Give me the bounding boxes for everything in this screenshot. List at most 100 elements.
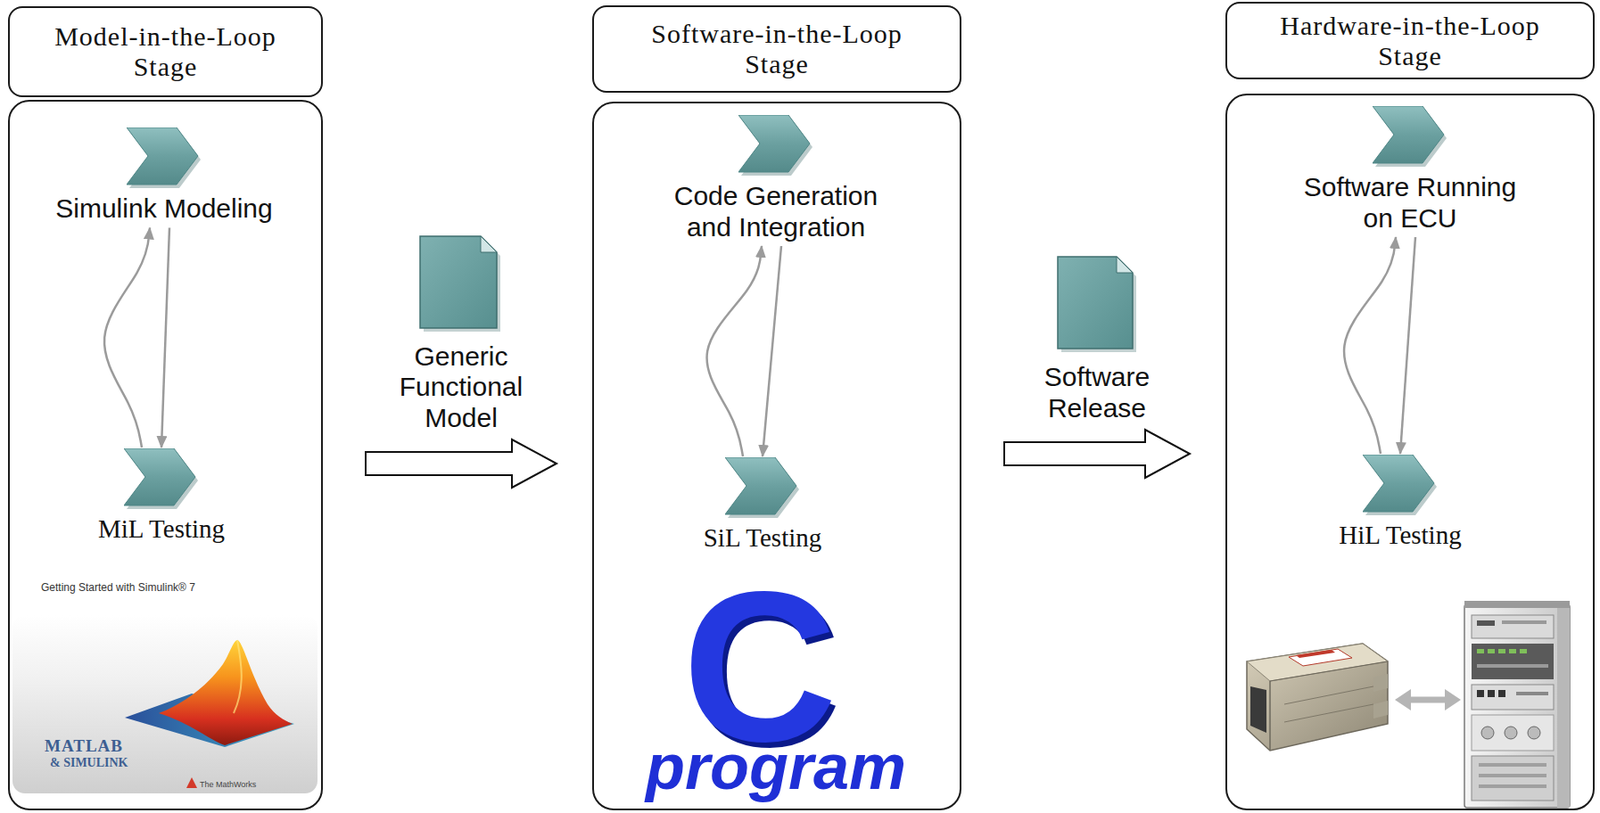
ecu-illustration-part [1269, 681, 1271, 751]
ecu-illustration-part [1250, 686, 1267, 734]
transfer-label: Generic Functional Model [394, 341, 528, 435]
chevron-icon [1372, 106, 1448, 167]
process-step: SiL Testing [628, 457, 897, 553]
stage-panel: Model-in-the-Loop StageSimulink Modeling… [8, 99, 323, 811]
flow-arrow [707, 246, 762, 457]
process-step: Software Running on ECU [1276, 106, 1544, 234]
document-icon [420, 236, 501, 332]
step-label: HiL Testing [1338, 520, 1461, 551]
simulink-cover-part [186, 777, 198, 789]
document-icon-part [1057, 256, 1133, 349]
chevron-shape [738, 115, 810, 173]
hil-rack-part [1498, 649, 1506, 654]
transfer-label: Software Release [1030, 362, 1164, 424]
hil-rack-part [1464, 601, 1570, 609]
chevron-icon [738, 115, 814, 176]
stage-title: Model-in-the-Loop Stage [39, 21, 292, 82]
step-label: Software Running on ECU [1287, 172, 1534, 234]
chevron-icon [1362, 454, 1438, 516]
process-step: Code Generation and Integration [642, 115, 910, 243]
hil-rack-part [1478, 763, 1547, 768]
document-icon [1057, 256, 1137, 353]
hil-rack [1464, 601, 1570, 809]
image-text: C [682, 592, 837, 743]
image-text: MATLAB [44, 736, 124, 757]
stage-panel: Hardware-in-the-Loop StageSoftware Runni… [1225, 93, 1595, 811]
hil-rack-part [1501, 620, 1547, 625]
stage-header: Model-in-the-Loop Stage [8, 6, 323, 98]
hil-rack-part [1487, 690, 1495, 698]
chevron-shape [126, 127, 198, 185]
ecu-illustration-part [1373, 701, 1388, 719]
hil-rack-part [1471, 756, 1554, 801]
hil-rack-part [1476, 620, 1495, 627]
simulink-cover-part [158, 640, 293, 746]
simulink-cover-part [12, 615, 318, 794]
step-label: SiL Testing [703, 523, 823, 553]
image-text: The MathWorks [199, 780, 256, 790]
hil-rack-part [1527, 726, 1541, 740]
double-arrow-part [1394, 689, 1411, 711]
chevron-shape [1372, 106, 1444, 164]
flow-arrow [762, 246, 782, 457]
double-arrow [1394, 689, 1461, 711]
ecu-illustration-part [1295, 650, 1336, 659]
hil-rack-part [1471, 684, 1554, 710]
process-step: Simulink Modeling [30, 127, 298, 225]
document-icon-part [480, 236, 497, 253]
hil-rack-part [1487, 649, 1495, 654]
hil-rack-part [1464, 604, 1570, 809]
hil-rack-part [1478, 784, 1547, 789]
transfer-arrow [1004, 429, 1190, 479]
process-step: MiL Testing [27, 448, 296, 545]
hil-rack-part [1471, 615, 1554, 639]
ecu-illustration-part [1373, 674, 1388, 693]
double-arrow-part [1444, 689, 1461, 711]
connectors [104, 228, 1416, 489]
ecu-illustration-part [1270, 661, 1388, 682]
ecu-illustration-part [1246, 643, 1388, 682]
ecu-illustration-part [1284, 686, 1374, 705]
hil-rack-part [1471, 715, 1554, 751]
chevron-shape [1362, 454, 1435, 512]
stage-title: Software-in-the-Loop Stage [637, 18, 916, 79]
ecu-illustration-part [1246, 643, 1388, 751]
ecu-illustration-part [1288, 649, 1353, 667]
stage-header: Software-in-the-Loop Stage [592, 5, 962, 93]
flow-arrow [1400, 237, 1416, 454]
double-arrow-part [1407, 697, 1449, 704]
hil-rack-part [1481, 726, 1494, 740]
document-icon-part [420, 236, 497, 329]
image-text: program [645, 742, 907, 794]
chevron-shape [725, 457, 797, 515]
hil-rack-part [1509, 649, 1517, 654]
hil-rack-part [1498, 690, 1506, 698]
flow-arrow [104, 228, 150, 449]
process-step: HiL Testing [1266, 454, 1535, 551]
chevron-shape [123, 448, 196, 506]
hil-rack-part [1519, 649, 1527, 654]
stage-header: Hardware-in-the-Loop Stage [1225, 1, 1595, 80]
chevron-icon [126, 127, 202, 189]
step-label: Code Generation and Integration [653, 181, 899, 243]
hil-rack-part [1476, 690, 1485, 698]
chevron-icon [725, 457, 800, 519]
simulink-cover-part [233, 640, 242, 714]
image-text: Getting Started with Simulink® 7 [41, 581, 196, 594]
hil-rack-part [1471, 643, 1554, 680]
flow-arrow [1344, 237, 1396, 454]
transfer-arrow [365, 439, 557, 488]
step-label: MiL Testing [98, 514, 225, 545]
hil-rack-part [1476, 664, 1549, 669]
flow-arrow [161, 228, 170, 449]
hil-rack-part [1504, 726, 1518, 740]
image-text: & SIMULINK [49, 756, 129, 771]
hil-rack-part [1478, 774, 1547, 778]
step-label: Simulink Modeling [55, 193, 273, 225]
stage-title: Hardware-in-the-Loop Stage [1267, 10, 1553, 71]
ecu-illustration-part [1284, 704, 1374, 723]
